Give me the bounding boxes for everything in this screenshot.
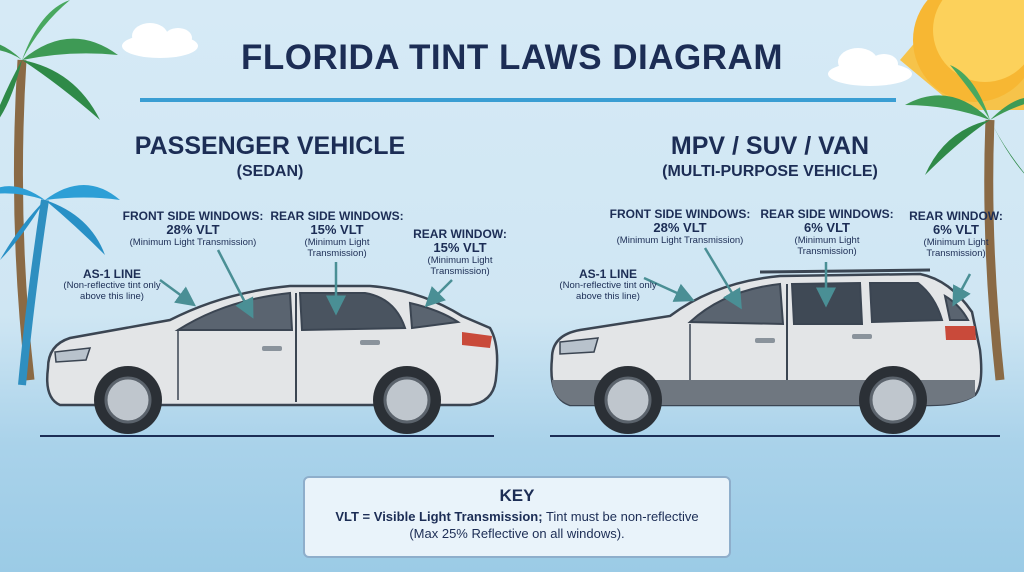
cloud-icon xyxy=(122,23,198,58)
cloud-icon xyxy=(828,48,912,86)
sedan-rear-window-label: REAR WINDOW: 15% VLT (Minimum Light Tran… xyxy=(413,227,507,277)
sedan-section-subtitle: (SEDAN) xyxy=(236,163,304,180)
key-line-2: (Max 25% Reflective on all windows). xyxy=(409,526,625,541)
suv-section-title: MPV / SUV / VAN xyxy=(670,132,870,160)
arrow-icon xyxy=(703,247,742,310)
palm-tree-icon xyxy=(0,185,120,386)
arrow-icon xyxy=(216,249,254,319)
sun-icon xyxy=(900,0,1024,110)
palm-tree-icon xyxy=(905,65,1024,381)
arrow-icon xyxy=(424,279,453,308)
suv-as1-label: AS-1 LINE (Non-reflective tint only abov… xyxy=(559,267,657,303)
arrow-icon xyxy=(159,278,197,307)
arrow-icon xyxy=(952,273,972,307)
sedan-section-title: PASSENGER VEHICLE xyxy=(134,132,406,160)
key-line-1: VLT = Visible Light Transmission; Tint m… xyxy=(335,509,699,524)
suv-front-side-label: FRONT SIDE WINDOWS: 28% VLT (Minimum Lig… xyxy=(609,207,751,246)
page-title: FLORIDA TINT LAWS DIAGRAM xyxy=(241,38,783,77)
key-title: KEY xyxy=(499,486,535,505)
title-divider xyxy=(140,98,896,102)
sedan-rear-side-label: REAR SIDE WINDOWS: 15% VLT (Minimum Ligh… xyxy=(270,209,404,259)
suv-section-subtitle: (MULTI-PURPOSE VEHICLE) xyxy=(662,163,878,180)
sedan-front-side-label: FRONT SIDE WINDOWS: 28% VLT (Minimum Lig… xyxy=(122,209,264,248)
arrow-icon xyxy=(643,276,695,302)
suv-rear-window-label: REAR WINDOW: 6% VLT (Minimum Light Trans… xyxy=(909,209,1003,259)
sedan-as1-label: AS-1 LINE (Non-reflective tint only abov… xyxy=(63,267,161,303)
key-box: KEY VLT = Visible Light Transmission; Ti… xyxy=(303,476,731,558)
suv-rear-side-label: REAR SIDE WINDOWS: 6% VLT (Minimum Light… xyxy=(760,207,894,257)
